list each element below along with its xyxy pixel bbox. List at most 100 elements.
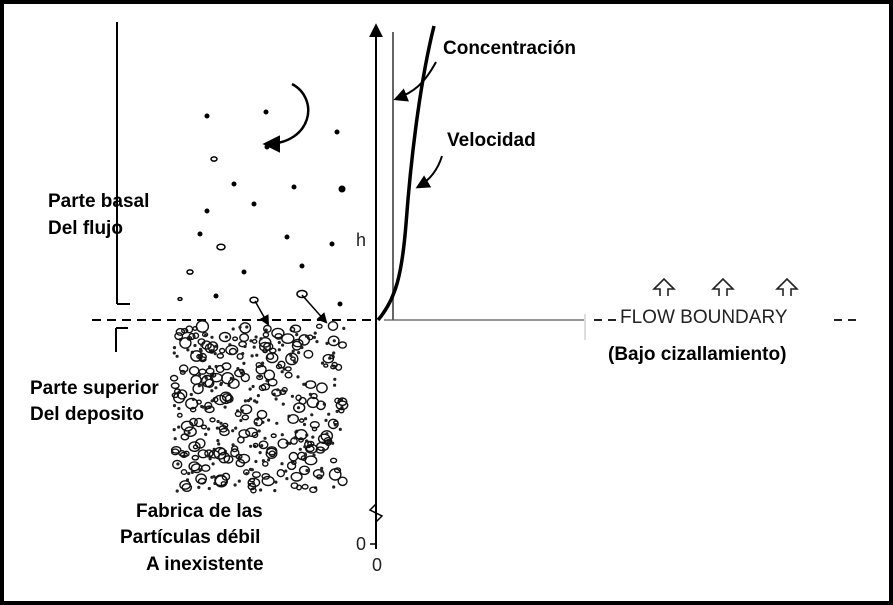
deposit-particle xyxy=(228,347,238,356)
deposit-particle xyxy=(274,397,278,401)
deposit-particle xyxy=(331,441,335,445)
deposit-particle xyxy=(315,323,323,329)
deposit-particle xyxy=(309,486,318,494)
deposit-particle xyxy=(200,424,208,430)
deposit-particle xyxy=(170,448,180,456)
deposit-particle xyxy=(289,353,293,357)
deposit-particle xyxy=(175,354,179,358)
deposit-particle xyxy=(208,457,212,461)
deposit-particle xyxy=(181,483,193,493)
deposit-particle xyxy=(170,382,180,390)
deposit-particle xyxy=(232,336,239,342)
deposit-particle xyxy=(284,469,288,473)
deposit-particle xyxy=(334,467,342,474)
deposit-particle xyxy=(267,458,271,462)
h-axis-label: h xyxy=(356,230,367,250)
deposit-particle xyxy=(180,469,188,476)
deposit-particle xyxy=(291,349,295,353)
deposit-particle xyxy=(325,432,329,436)
deposit-particle xyxy=(177,406,181,411)
deposit-particle xyxy=(254,459,258,464)
deposit-particle xyxy=(275,421,279,425)
deposit-particle xyxy=(206,454,210,458)
deposit-particle xyxy=(277,438,289,449)
deposit-particle xyxy=(264,328,268,332)
deposit-particle xyxy=(174,332,184,341)
deposit-particle xyxy=(180,420,194,432)
deposit-particle xyxy=(327,418,339,430)
deposit-particle xyxy=(280,462,284,466)
deposit-particle xyxy=(253,417,263,427)
deposit-particle xyxy=(281,333,295,344)
deposit-particle xyxy=(265,447,278,459)
deposit-particle xyxy=(296,484,303,491)
deposit-particle xyxy=(217,442,221,446)
deposit-particle xyxy=(213,352,217,356)
deposit-particle xyxy=(198,468,202,472)
deposit-particle xyxy=(305,468,309,473)
suspended-particle xyxy=(291,184,297,190)
label-flow-boundary: FLOW BOUNDARY xyxy=(620,307,788,328)
deposit-particle xyxy=(190,374,202,386)
deposit-particle xyxy=(245,325,249,329)
deposit-particle xyxy=(276,388,280,392)
deposit-particle xyxy=(315,400,326,411)
deposit-particle xyxy=(333,383,337,387)
circulation-arrow xyxy=(262,82,310,153)
deposit-particle xyxy=(193,343,197,348)
deposit-particle xyxy=(317,433,331,445)
deposit-particle xyxy=(297,351,301,355)
boundary-arrows xyxy=(652,277,799,296)
deposit-particle xyxy=(237,479,241,483)
deposit-particle xyxy=(233,483,237,487)
deposit-particle xyxy=(258,451,262,455)
deposit-particle xyxy=(221,393,232,402)
deposit-particle xyxy=(263,436,267,440)
deposit-particle xyxy=(189,406,197,413)
deposit-particle xyxy=(324,439,332,447)
deposit-particle xyxy=(252,345,256,349)
deposit-particle xyxy=(305,334,309,338)
deposit-particle xyxy=(230,445,239,453)
deposit-particle xyxy=(231,327,235,331)
suspended-particle xyxy=(177,296,183,302)
deposit-particle xyxy=(281,402,285,406)
label-concentracion: Concentración xyxy=(443,38,577,59)
label-parte-basal-1: Parte basal xyxy=(48,191,150,212)
deposit-particle xyxy=(223,405,227,409)
deposit-particle xyxy=(230,448,240,458)
suspended-particle xyxy=(249,296,259,304)
label-parte-superior-2: Del deposito xyxy=(30,404,145,425)
deposit-particle xyxy=(243,399,247,403)
deposit-particle xyxy=(234,426,238,430)
deposit-particle xyxy=(191,397,195,401)
suspended-particle xyxy=(329,241,335,247)
deposit-particle xyxy=(253,399,257,403)
deposit-particle xyxy=(256,394,260,398)
deposit-particle xyxy=(193,417,204,428)
deposit-particle xyxy=(207,341,219,353)
deposit-particle xyxy=(304,380,317,389)
deposit-particle xyxy=(262,348,268,354)
deposit-particle xyxy=(295,394,302,402)
deposit-particle xyxy=(300,345,304,350)
deposit-particle xyxy=(218,451,231,464)
deposit-top-bracket xyxy=(115,327,128,352)
flow-diagram xyxy=(92,22,856,549)
deposit-particle xyxy=(249,339,253,343)
deposit-particle xyxy=(332,485,336,489)
deposit-particle xyxy=(332,339,336,343)
deposit-particle xyxy=(172,346,177,350)
deposit-particle xyxy=(303,445,307,449)
deposit-particle xyxy=(250,487,257,494)
deposit-particle xyxy=(251,471,261,478)
deposit-particle xyxy=(188,441,201,452)
suspended-particle xyxy=(210,156,218,162)
deposit-particle xyxy=(218,331,232,343)
deposit-particle xyxy=(310,392,318,400)
deposit-particle xyxy=(256,409,268,420)
deposit-particle xyxy=(172,404,177,408)
deposit-particle xyxy=(252,442,259,448)
basal-flow-bracket xyxy=(116,22,130,305)
deposit-particle xyxy=(219,421,223,425)
